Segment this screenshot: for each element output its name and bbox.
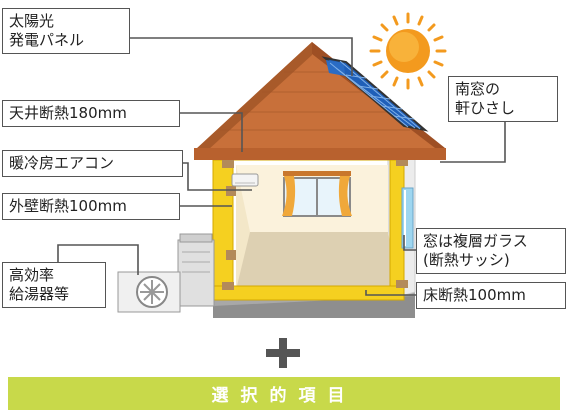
label-outer-wall-insulation-text: 外壁断熱100mm xyxy=(9,197,127,215)
plus-icon xyxy=(266,338,300,368)
window xyxy=(282,171,352,217)
solar-panel xyxy=(321,56,429,132)
label-water-heater-line2: 給湯器等 xyxy=(9,285,70,303)
label-solar-panel: 太陽光 発電パネル xyxy=(2,8,130,54)
sun-icon xyxy=(369,12,447,90)
label-floor-insulation: 床断熱100mm xyxy=(416,282,566,309)
leader-lines xyxy=(57,37,506,296)
label-ceiling-insulation: 天井断熱180mm xyxy=(2,100,180,127)
air-conditioner-unit xyxy=(231,173,259,187)
optional-items-banner: 選択的項目 xyxy=(8,377,560,410)
label-water-heater-line1: 高効率 xyxy=(9,266,55,284)
label-double-glazing-line2: (断熱サッシ) xyxy=(423,251,510,269)
label-outer-wall-insulation: 外壁断熱100mm xyxy=(2,193,180,220)
water-heater-unit xyxy=(177,233,215,307)
label-south-window-eaves: 南窓の 軒ひさし xyxy=(448,76,558,122)
banner-title: 選択的項目 xyxy=(211,386,357,406)
label-solar-panel-line1: 太陽光 xyxy=(9,12,55,30)
label-double-glazing-line1: 窓は複層ガラス xyxy=(423,232,528,250)
label-ceiling-insulation-text: 天井断熱180mm xyxy=(9,104,127,122)
frame-joints xyxy=(222,158,408,290)
label-air-conditioner-text: 暖冷房エアコン xyxy=(9,154,115,172)
label-water-heater: 高効率 給湯器等 xyxy=(2,262,106,308)
double-glazed-window xyxy=(401,187,414,249)
label-double-glazing: 窓は複層ガラス (断熱サッシ) xyxy=(416,228,566,274)
label-south-window-eaves-line1: 南窓の xyxy=(455,80,501,98)
label-south-window-eaves-line2: 軒ひさし xyxy=(455,99,516,117)
interior-floor xyxy=(236,232,400,290)
label-air-conditioner: 暖冷房エアコン xyxy=(2,150,183,177)
label-solar-panel-line2: 発電パネル xyxy=(9,31,85,49)
label-floor-insulation-text: 床断熱100mm xyxy=(423,286,526,304)
outdoor-unit xyxy=(117,271,181,313)
